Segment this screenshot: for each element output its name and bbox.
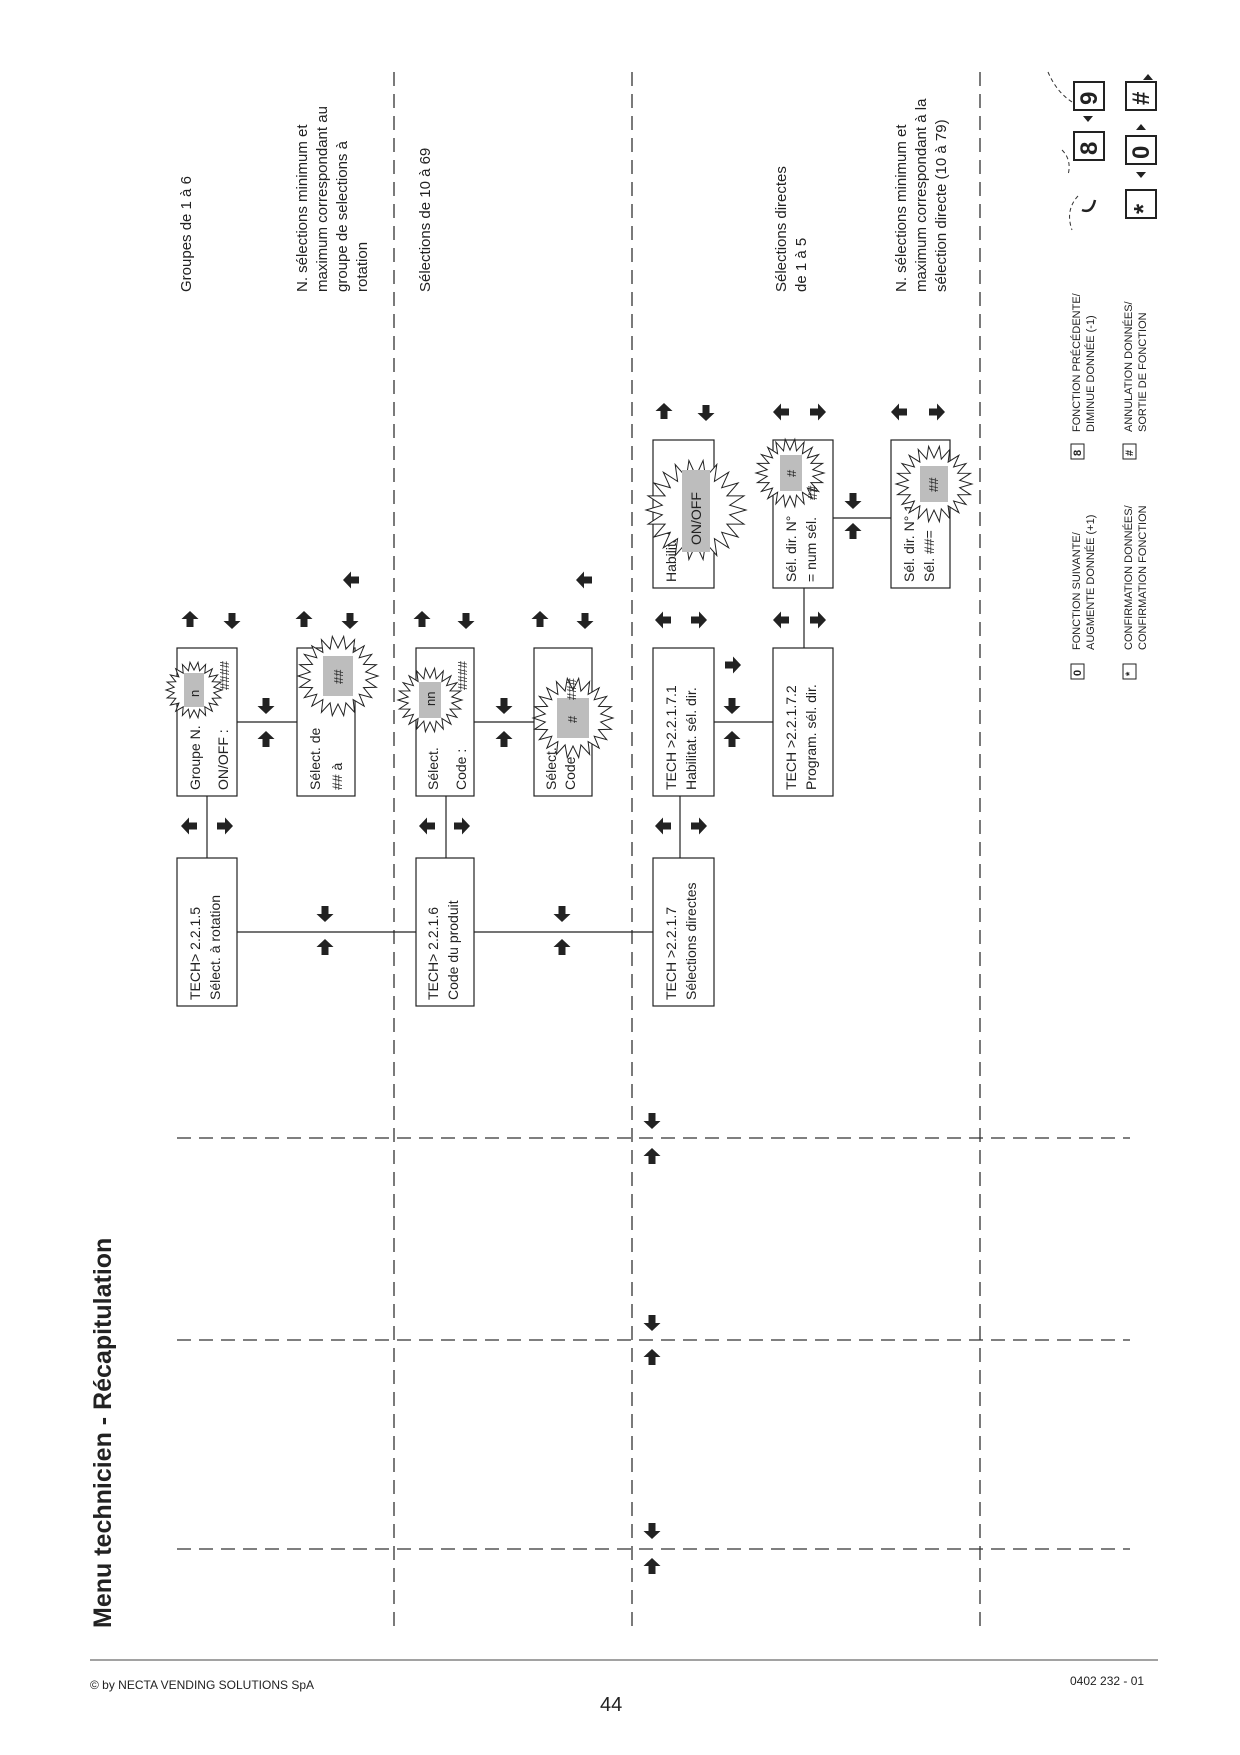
svg-text:#: # xyxy=(784,469,799,477)
svg-text:groupe de selections à: groupe de selections à xyxy=(334,140,351,292)
svg-text:##: ## xyxy=(331,669,346,684)
svg-text:##: ## xyxy=(805,485,820,500)
svg-text:Sélect.: Sélect. xyxy=(543,747,559,790)
key-8: 8 xyxy=(1073,131,1105,161)
key-star: * xyxy=(1125,189,1158,219)
svg-text:#: # xyxy=(565,715,580,723)
svg-text:TECH> 2.2.1.5: TECH> 2.2.1.5 xyxy=(187,907,203,1000)
svg-text:Habilitat. sél. dir.: Habilitat. sél. dir. xyxy=(683,687,699,790)
box-rotation-range[interactable]: Sélect. de ## à ## xyxy=(296,634,380,797)
svg-text:###: ### xyxy=(564,678,579,700)
box-product-code[interactable]: TECH> 2.2.1.6 Code du produit xyxy=(415,857,475,1007)
svg-text:SORTIE DE FONCTION: SORTIE DE FONCTION xyxy=(1137,312,1149,432)
svg-text:TECH >2.2.1.7.1: TECH >2.2.1.7.1 xyxy=(663,685,679,790)
svg-text:##: ## xyxy=(926,477,941,492)
svg-text:N. sélections minimum et: N. sélections minimum et xyxy=(893,124,910,292)
svg-text:####: #### xyxy=(455,660,470,690)
column-separators xyxy=(177,72,1130,1630)
box-select-code[interactable]: Sélect. Code : nn #### xyxy=(396,647,475,797)
svg-text:DIMINUE DONNÉE (-1): DIMINUE DONNÉE (-1) xyxy=(1084,315,1097,432)
svg-text:TECH> 2.2.1.6: TECH> 2.2.1.6 xyxy=(425,907,441,1000)
svg-text:Code du produit: Code du produit xyxy=(445,900,461,1000)
note-direct-minmax: N. sélections minimum et maximum corresp… xyxy=(893,98,950,292)
svg-text:de 1 à 5: de 1 à 5 xyxy=(793,238,810,292)
svg-text:Sél. dir. N°: Sél. dir. N° xyxy=(783,516,799,582)
svg-text:FONCTION PRÉCÉDENTE/: FONCTION PRÉCÉDENTE/ xyxy=(1070,292,1083,432)
svg-text:Sélect. de: Sélect. de xyxy=(307,728,323,790)
key-0: 0 xyxy=(1125,135,1157,165)
svg-text:0: 0 xyxy=(1128,146,1155,159)
svg-text:FONCTION SUIVANTE/: FONCTION SUIVANTE/ xyxy=(1071,531,1083,650)
key-9: 9 xyxy=(1073,81,1105,111)
svg-text:*: * xyxy=(1128,203,1158,214)
svg-text:N. sélections minimum et: N. sélections minimum et xyxy=(294,124,311,292)
svg-text:Sél. dir. N° 1: Sél. dir. N° 1 xyxy=(901,504,917,582)
svg-text:0: 0 xyxy=(1072,670,1084,676)
svg-text:*: * xyxy=(1124,671,1136,676)
svg-text:TECH >2.2.1.7: TECH >2.2.1.7 xyxy=(663,907,679,1000)
svg-text:#: # xyxy=(1124,450,1136,456)
svg-text:maximum correspondant à la: maximum correspondant à la xyxy=(913,98,930,292)
svg-text:## à: ## à xyxy=(329,763,345,790)
svg-text:AUGMENTE DONNÉE (+1): AUGMENTE DONNÉE (+1) xyxy=(1084,515,1097,650)
svg-text:Code :: Code : xyxy=(453,749,469,790)
svg-text:TECH >2.2.1.7.2: TECH >2.2.1.7.2 xyxy=(783,685,799,790)
svg-text:8: 8 xyxy=(1072,450,1084,456)
svg-text:maximum correspondant au: maximum correspondant au xyxy=(314,106,331,292)
note-direct-groups: Sélections directes de 1 à 5 xyxy=(773,166,810,292)
note-selections-range: Sélections de 10 à 69 xyxy=(417,148,434,292)
box-program-direct[interactable]: TECH >2.2.1.7.2 Program. sél. dir. xyxy=(772,647,834,797)
legend-cancel: # ANNULATION DONNÉES/ SORTIE DE FONCTION xyxy=(1122,300,1149,460)
box-select-code-2[interactable]: Sélect. Code # ### xyxy=(531,647,615,797)
svg-text:ANNULATION DONNÉES/: ANNULATION DONNÉES/ xyxy=(1122,300,1135,432)
copyright: © by NECTA VENDING SOLUTIONS SpA xyxy=(90,1678,315,1692)
notes: Groupes de 1 à 6 N. sélections minimum e… xyxy=(178,98,950,292)
svg-text:9: 9 xyxy=(1076,92,1103,105)
svg-text:####: #### xyxy=(217,660,232,690)
box-direct-selection[interactable]: Sél. dir. N° 1 Sél. ##= ## xyxy=(890,439,974,589)
svg-text:#: # xyxy=(1128,92,1155,105)
box-enable-value[interactable]: Habilitat. sél. dir. ON/OFF xyxy=(644,439,748,589)
svg-text:Groupe N.: Groupe N. xyxy=(187,725,203,790)
doc-code: 0402 232 - 01 xyxy=(1070,1674,1145,1688)
svg-text:= num sél.: = num sél. xyxy=(803,517,819,582)
box-rotation[interactable]: TECH> 2.2.1.5 Sélect. à rotation xyxy=(176,857,238,1007)
note-groups: Groupes de 1 à 6 xyxy=(178,176,195,292)
note-rotation-minmax: N. sélections minimum et maximum corresp… xyxy=(294,106,371,292)
svg-text:Sélect.: Sélect. xyxy=(425,747,441,790)
svg-text:8: 8 xyxy=(1076,142,1103,155)
svg-text:Sélections directes: Sélections directes xyxy=(773,166,790,292)
svg-text:Program. sél. dir.: Program. sél. dir. xyxy=(803,684,819,790)
svg-text:Sél. ##=: Sél. ##= xyxy=(921,530,937,582)
svg-text:ON/OFF: ON/OFF xyxy=(688,492,704,545)
svg-text:Sélect. à rotation: Sélect. à rotation xyxy=(207,895,223,1000)
svg-text:ON/OFF :: ON/OFF : xyxy=(215,729,231,790)
svg-text:Code: Code xyxy=(562,756,578,790)
svg-text:CONFIRMATION DONNÉES/: CONFIRMATION DONNÉES/ xyxy=(1122,504,1135,650)
keypad-illustration: 8 9 * 0 # xyxy=(1047,71,1158,231)
key-hash: # xyxy=(1125,81,1157,111)
legend: 0 FONCTION SUIVANTE/ AUGMENTE DONNÉE (+1… xyxy=(1070,292,1149,680)
svg-text:sélection directe (10 à 79): sélection directe (10 à 79) xyxy=(933,119,950,292)
box-enable-direct[interactable]: TECH >2.2.1.7.1 Habilitat. sél. dir. xyxy=(652,647,715,797)
page-number: 44 xyxy=(600,1694,623,1716)
svg-text:Sélections directes: Sélections directes xyxy=(683,882,699,1000)
box-group-onoff[interactable]: Groupe N. ON/OFF : n #### xyxy=(164,647,238,797)
legend-confirm: * CONFIRMATION DONNÉES/ CONFIRMATION FON… xyxy=(1122,504,1149,680)
box-direct-number[interactable]: Sél. dir. N° = num sél. # ## xyxy=(754,437,834,589)
page-title: Menu technicien - Récapitulation xyxy=(89,1238,117,1628)
svg-text:n: n xyxy=(187,690,202,697)
box-direct-selections[interactable]: TECH >2.2.1.7 Sélections directes xyxy=(652,857,715,1007)
svg-text:rotation: rotation xyxy=(354,242,371,292)
legend-next: 0 FONCTION SUIVANTE/ AUGMENTE DONNÉE (+1… xyxy=(1070,515,1097,680)
svg-text:CONFIRMATION FONCTION: CONFIRMATION FONCTION xyxy=(1137,505,1149,650)
legend-prev: 8 FONCTION PRÉCÉDENTE/ DIMINUE DONNÉE (-… xyxy=(1070,292,1097,460)
svg-text:nn: nn xyxy=(423,692,438,706)
